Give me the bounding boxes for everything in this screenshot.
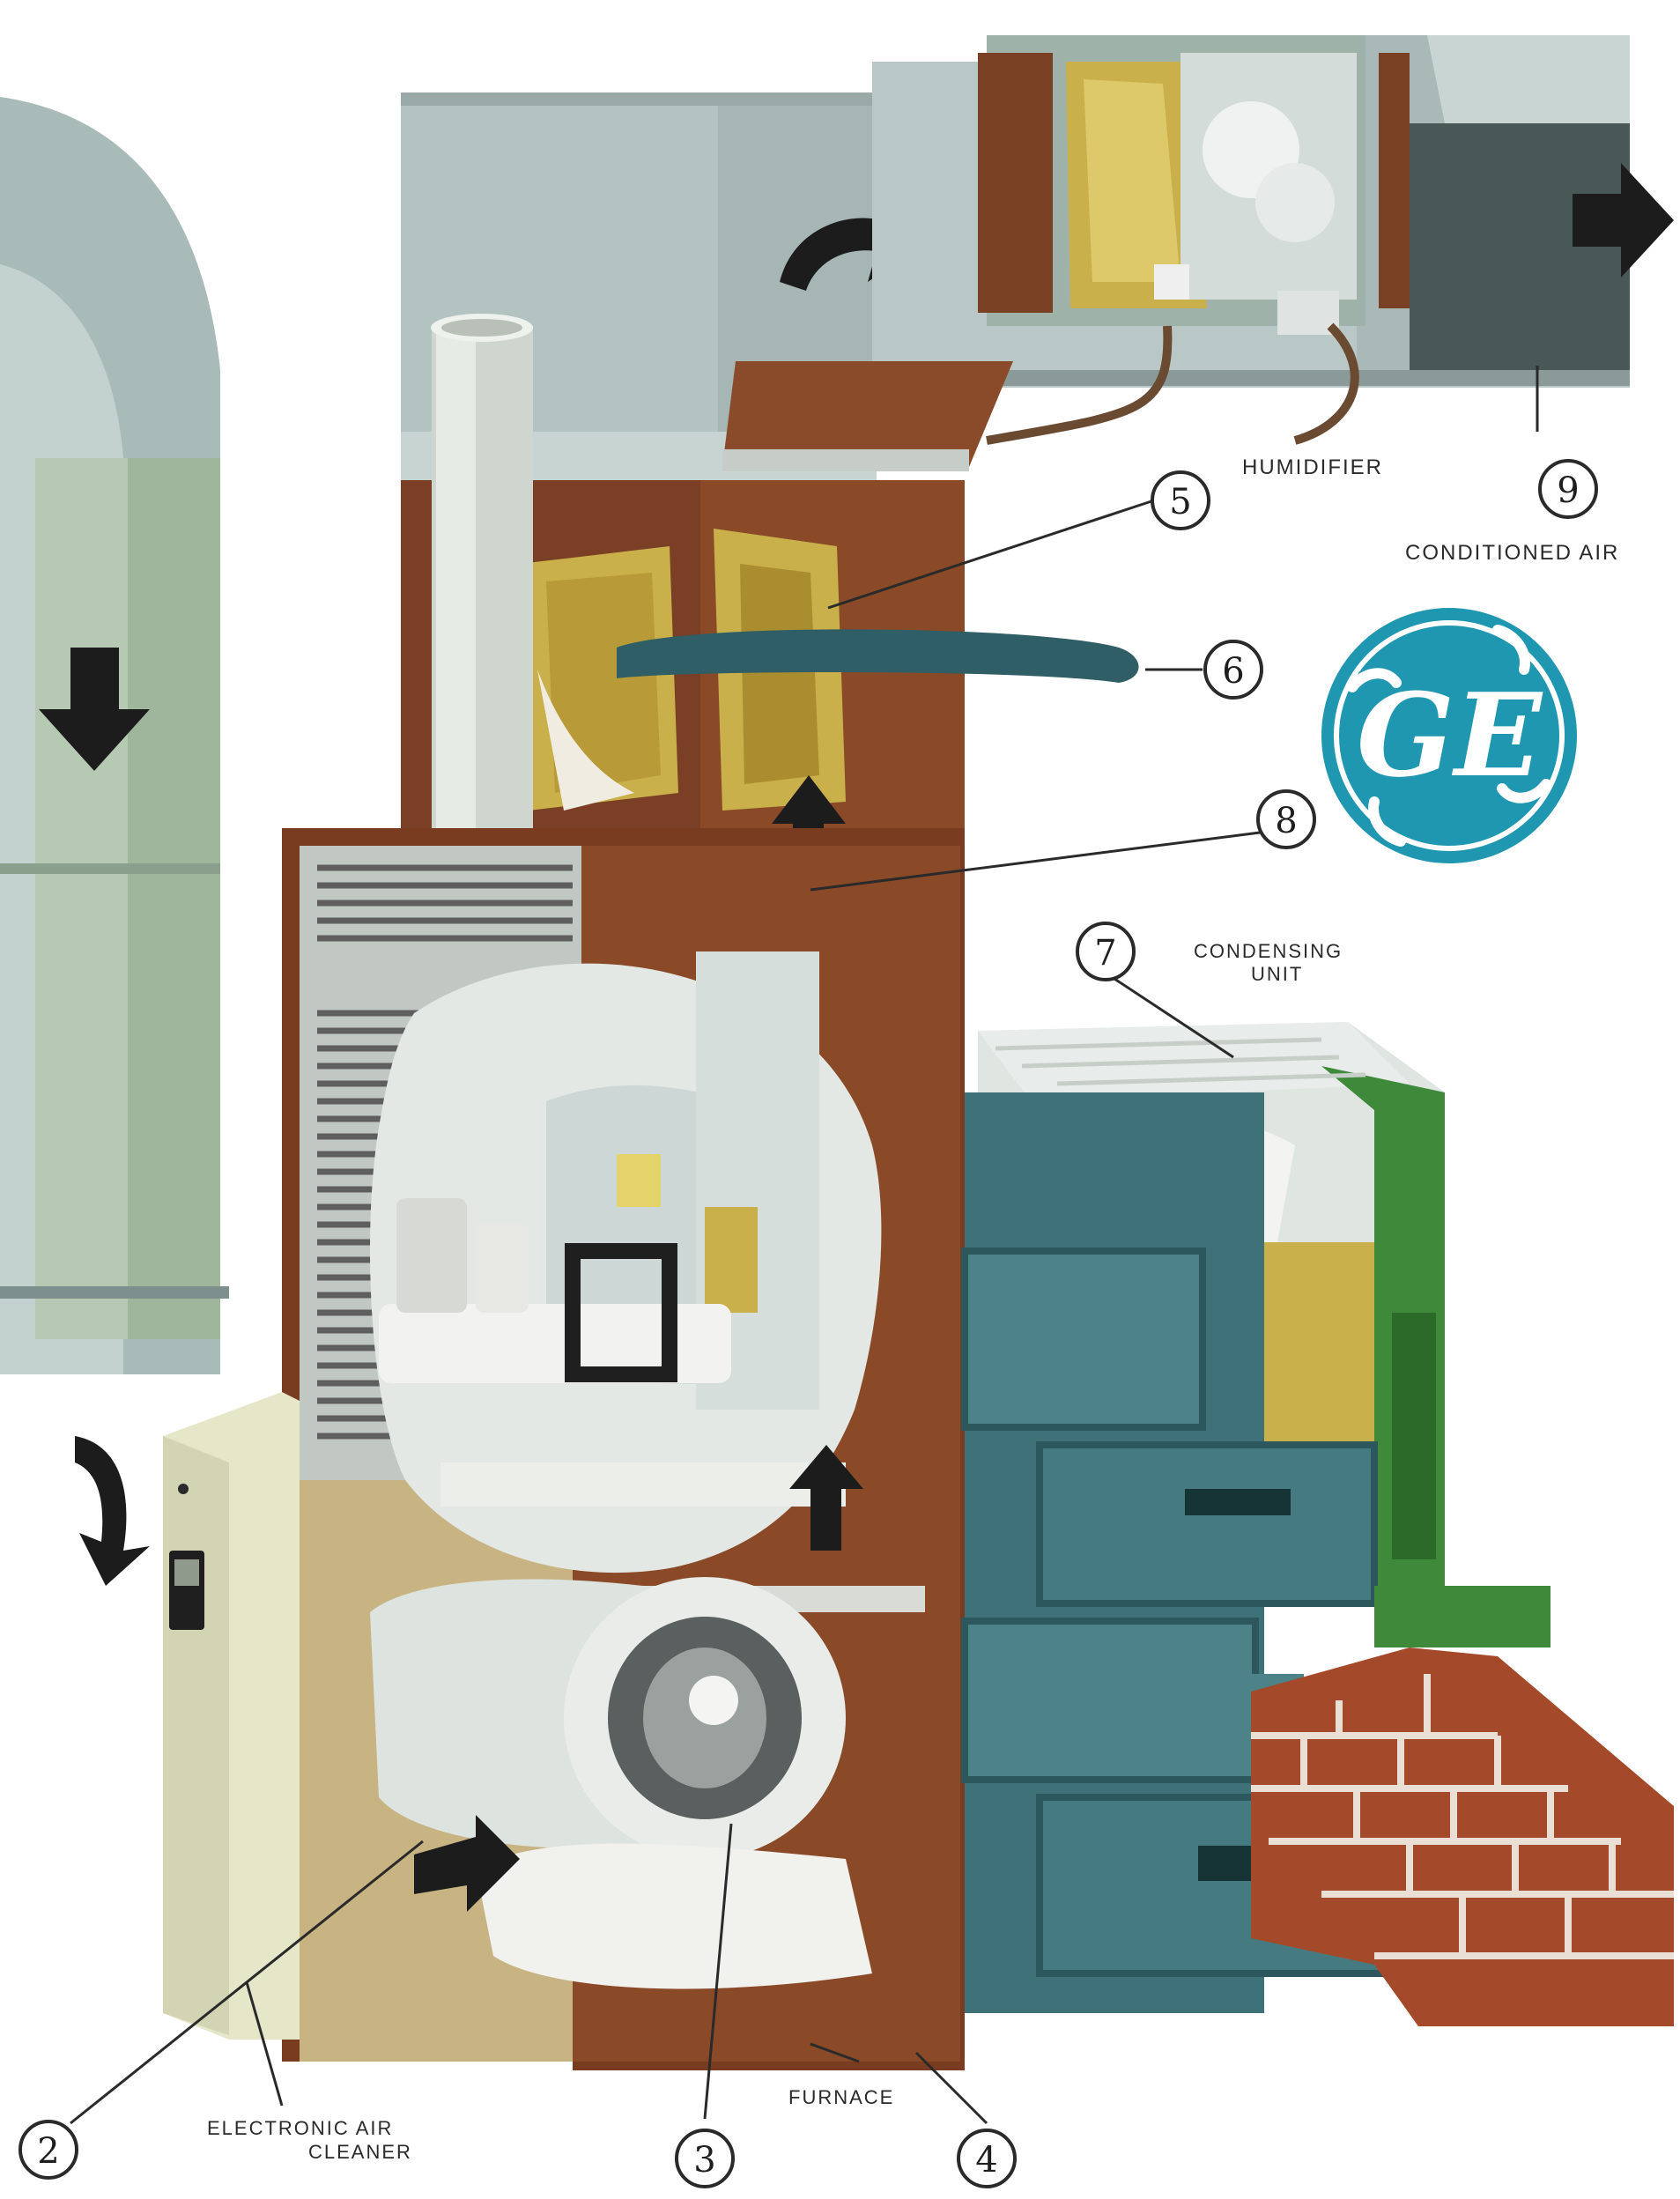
svg-text:3: 3 bbox=[693, 2140, 715, 2180]
callout-2: 2 bbox=[20, 2121, 77, 2178]
callout-9: 9 bbox=[1540, 461, 1596, 517]
svg-text:9: 9 bbox=[1557, 470, 1579, 511]
svg-text:5: 5 bbox=[1169, 482, 1191, 522]
svg-text:6: 6 bbox=[1222, 651, 1244, 692]
svg-text:2: 2 bbox=[37, 2131, 59, 2172]
label-condensing-unit-2: UNIT bbox=[1251, 963, 1303, 985]
callout-8: 8 bbox=[1258, 791, 1314, 848]
curved-arrow-icon bbox=[75, 1436, 150, 1586]
callout-4: 4 bbox=[958, 2130, 1015, 2187]
flue-pipe bbox=[431, 314, 533, 833]
ge-logo: GE bbox=[1321, 608, 1577, 863]
logo-text: GE bbox=[1357, 668, 1543, 803]
label-electronic-air-cleaner-2: CLEANER bbox=[308, 2141, 412, 2163]
svg-text:8: 8 bbox=[1275, 801, 1297, 841]
callout-6: 6 bbox=[1205, 641, 1262, 698]
label-electronic-air-cleaner-1: ELECTRONIC AIR bbox=[207, 2117, 393, 2139]
callout-5: 5 bbox=[1152, 472, 1209, 529]
label-furnace: FURNACE bbox=[788, 2086, 894, 2108]
label-condensing-unit-1: CONDENSING bbox=[1194, 940, 1343, 962]
callout-3: 3 bbox=[677, 2130, 733, 2187]
humidifier-unit bbox=[978, 35, 1410, 335]
svg-text:4: 4 bbox=[975, 2140, 997, 2180]
label-humidifier: HUMIDIFIER bbox=[1242, 455, 1383, 479]
electronic-air-cleaner bbox=[163, 1392, 300, 2040]
svg-text:7: 7 bbox=[1094, 933, 1116, 974]
concrete-pad bbox=[1374, 1586, 1550, 1647]
callout-7: 7 bbox=[1077, 923, 1134, 980]
label-conditioned-air: CONDITIONED AIR bbox=[1405, 541, 1619, 565]
